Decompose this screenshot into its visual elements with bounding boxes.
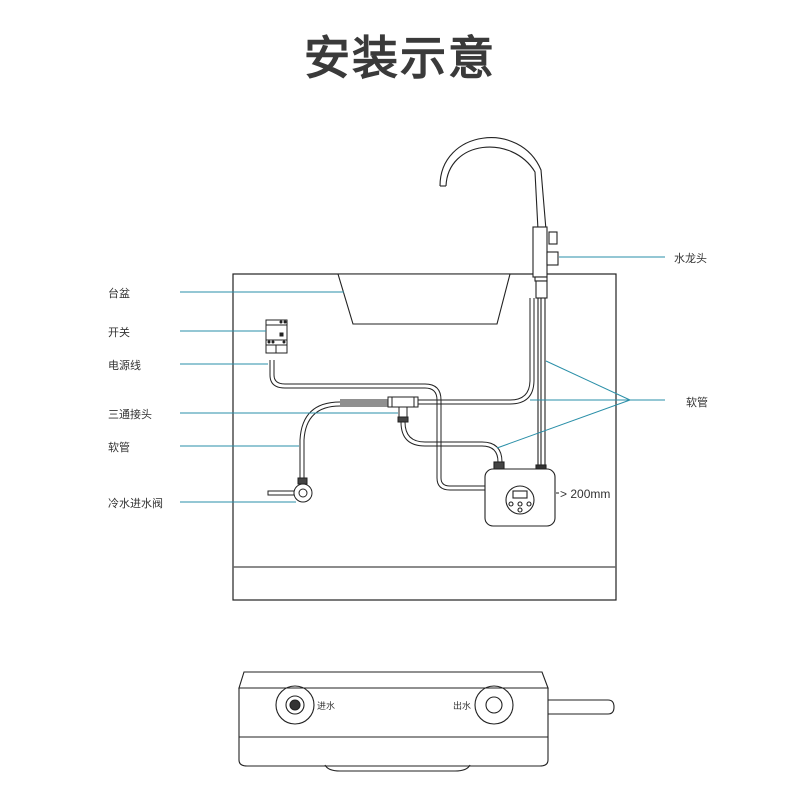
clearance-note: > 200mm bbox=[560, 487, 611, 501]
label-hose-left: 软管 bbox=[108, 441, 130, 454]
label-faucet: 水龙头 bbox=[674, 252, 707, 265]
inlet-port bbox=[275, 685, 315, 725]
sink-basin bbox=[337, 273, 511, 325]
label-power-cord: 电源线 bbox=[108, 359, 141, 372]
cold-water-valve bbox=[267, 477, 313, 503]
leader-lines bbox=[180, 256, 665, 503]
supply-hose bbox=[340, 298, 535, 405]
label-switch: 开关 bbox=[108, 326, 130, 339]
label-cold-valve: 冷水进水阀 bbox=[108, 497, 163, 510]
faucet bbox=[439, 137, 559, 472]
label-tee-joint: 三通接头 bbox=[108, 408, 152, 421]
label-basin: 台盆 bbox=[108, 287, 130, 300]
label-outlet: 出水 bbox=[453, 702, 472, 712]
label-hose-right: 软管 bbox=[686, 396, 708, 409]
outlet-port bbox=[474, 685, 514, 725]
label-inlet: 进水 bbox=[317, 702, 336, 712]
page-title: 安装示意 bbox=[304, 31, 496, 85]
power-cord bbox=[269, 360, 485, 491]
tee-joint bbox=[387, 396, 419, 423]
switch-box bbox=[265, 319, 288, 354]
heater-bottom-view bbox=[238, 671, 615, 772]
water-heater bbox=[484, 461, 556, 527]
heater-inlet-hose bbox=[400, 421, 503, 463]
valve-hose bbox=[299, 400, 389, 478]
